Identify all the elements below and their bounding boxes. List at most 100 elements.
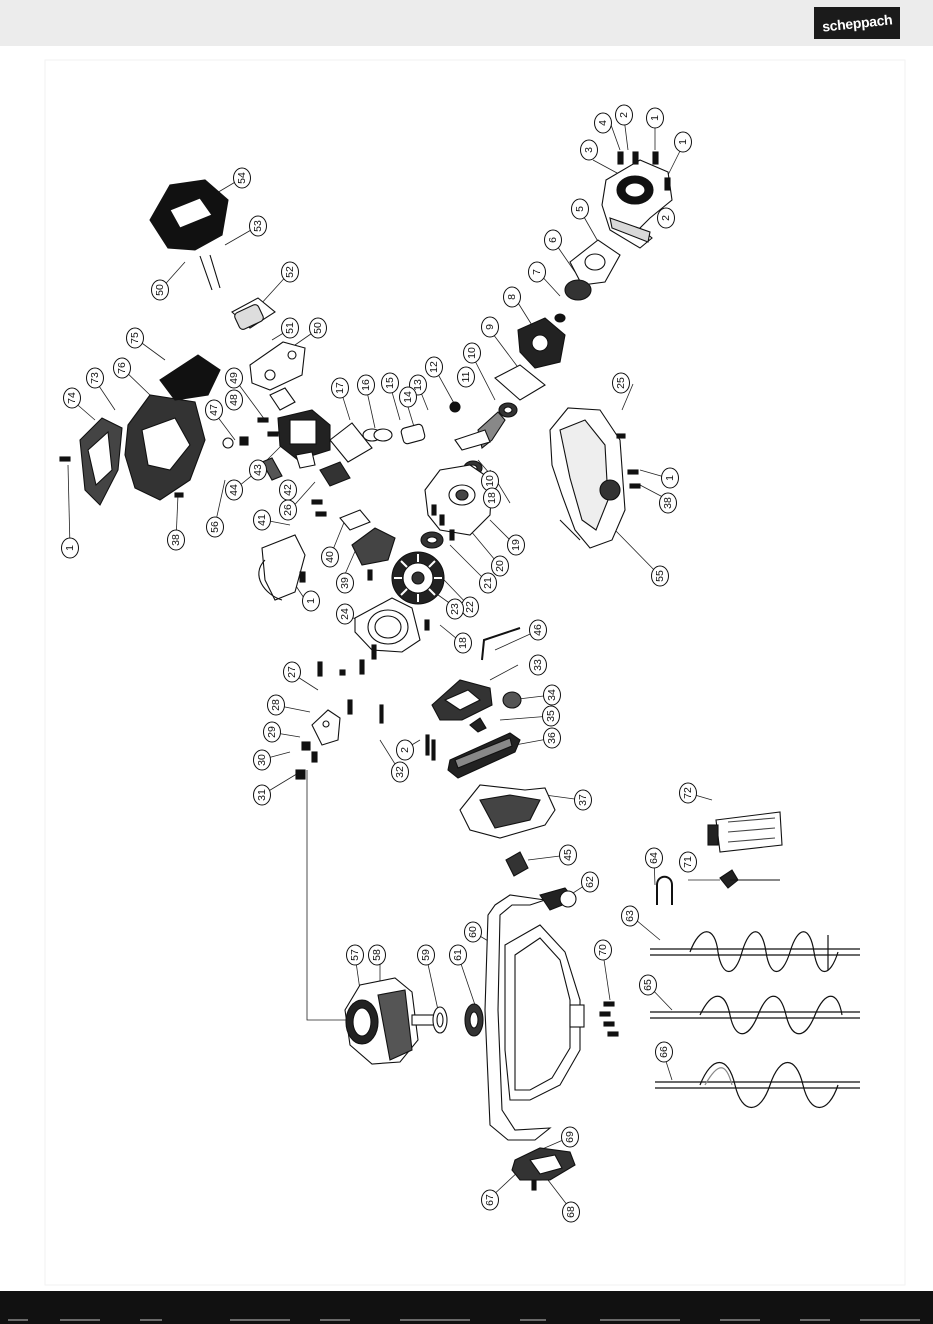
callout-15: 15 [382, 373, 399, 393]
callout-2: 2 [616, 105, 633, 125]
callout-number: 20 [494, 560, 506, 572]
callout-69: 69 [562, 1127, 579, 1147]
callout-47: 47 [206, 400, 223, 420]
callout-61: 61 [450, 945, 467, 965]
callout-number: 48 [228, 394, 240, 406]
callout-56: 56 [207, 517, 224, 537]
footer-bar [0, 1291, 933, 1324]
callout-24: 24 [337, 604, 354, 624]
callout-number: 50 [312, 322, 324, 334]
callout-number: 64 [648, 852, 660, 864]
callout-number: 24 [339, 608, 351, 620]
callout-number: 18 [457, 637, 469, 649]
callout-number: 36 [546, 732, 558, 744]
callout-17: 17 [332, 378, 349, 398]
callout-number: 44 [228, 484, 240, 496]
callout-number: 30 [256, 754, 268, 766]
callout-number: 1 [305, 598, 317, 604]
callout-37: 37 [575, 790, 592, 810]
callout-number: 19 [510, 539, 522, 551]
callout-66: 66 [656, 1042, 673, 1062]
callout-number: 71 [682, 856, 694, 868]
callout-4: 4 [595, 113, 612, 133]
callout-number: 25 [615, 377, 627, 389]
callout-51: 51 [282, 318, 299, 338]
callout-number: 67 [484, 1194, 496, 1206]
callout-59: 59 [418, 945, 435, 965]
callout-number: 31 [256, 789, 268, 801]
callout-65: 65 [640, 975, 657, 995]
callout-9: 9 [482, 317, 499, 337]
callout-57: 57 [347, 945, 364, 965]
callout-1: 1 [647, 108, 664, 128]
callout-number: 38 [170, 534, 182, 546]
callout-number: 14 [402, 391, 414, 403]
callout-number: 41 [256, 514, 268, 526]
callout-27: 27 [284, 662, 301, 682]
callout-number: 16 [360, 379, 372, 391]
callout-36: 36 [544, 728, 561, 748]
callout-number: 65 [642, 979, 654, 991]
callout-number: 66 [658, 1046, 670, 1058]
callout-number: 7 [531, 269, 543, 275]
callout-70: 70 [595, 940, 612, 960]
callout-number: 40 [324, 551, 336, 563]
callout-number: 51 [284, 322, 296, 334]
callout-35: 35 [543, 706, 560, 726]
callout-20: 20 [492, 556, 509, 576]
callout-49: 49 [226, 368, 243, 388]
callout-38: 38 [168, 530, 185, 550]
callout-number: 1 [677, 139, 689, 145]
callout-number: 63 [624, 910, 636, 922]
callout-32: 32 [392, 762, 409, 782]
callout-number: 68 [565, 1206, 577, 1218]
callout-number: 1 [64, 545, 76, 551]
callout-54: 54 [234, 168, 251, 188]
callout-71: 71 [680, 852, 697, 872]
callout-39: 39 [337, 573, 354, 593]
callout-number: 60 [467, 926, 479, 938]
callout-1: 1 [662, 468, 679, 488]
callout-30: 30 [254, 750, 271, 770]
callout-74: 74 [64, 388, 81, 408]
callout-2: 2 [397, 740, 414, 760]
diagram-canvas: 1111122234567891010111213141516171818192… [0, 46, 933, 1291]
callout-31: 31 [254, 785, 271, 805]
callout-number: 43 [252, 464, 264, 476]
callout-62: 62 [582, 872, 599, 892]
callout-55: 55 [652, 566, 669, 586]
callout-number: 75 [129, 332, 141, 344]
callout-44: 44 [226, 480, 243, 500]
callout-28: 28 [268, 695, 285, 715]
callout-number: 2 [660, 215, 672, 221]
part-shapes [60, 152, 860, 1190]
callout-number: 3 [583, 147, 595, 153]
callout-23: 23 [447, 599, 464, 619]
callout-number: 45 [562, 849, 574, 861]
callout-number: 15 [384, 377, 396, 389]
callout-number: 22 [464, 601, 476, 613]
callout-number: 8 [506, 294, 518, 300]
callout-number: 34 [546, 689, 558, 701]
callout-64: 64 [646, 848, 663, 868]
callout-number: 53 [252, 220, 264, 232]
callout-number: 4 [597, 120, 609, 126]
callout-18: 18 [455, 633, 472, 653]
callout-58: 58 [369, 945, 386, 965]
callout-26: 26 [280, 500, 297, 520]
callout-number: 54 [236, 172, 248, 184]
callout-number: 23 [449, 603, 461, 615]
callout-67: 67 [482, 1190, 499, 1210]
callout-number: 10 [466, 347, 478, 359]
callout-number: 72 [682, 787, 694, 799]
header-bar [0, 0, 933, 46]
brand-logo: scheppach [814, 7, 900, 39]
callout-16: 16 [358, 375, 375, 395]
callout-68: 68 [563, 1202, 580, 1222]
callout-number: 61 [452, 949, 464, 961]
callout-52: 52 [282, 262, 299, 282]
callout-19: 19 [508, 535, 525, 555]
callout-number: 9 [484, 324, 496, 330]
callout-1: 1 [675, 132, 692, 152]
